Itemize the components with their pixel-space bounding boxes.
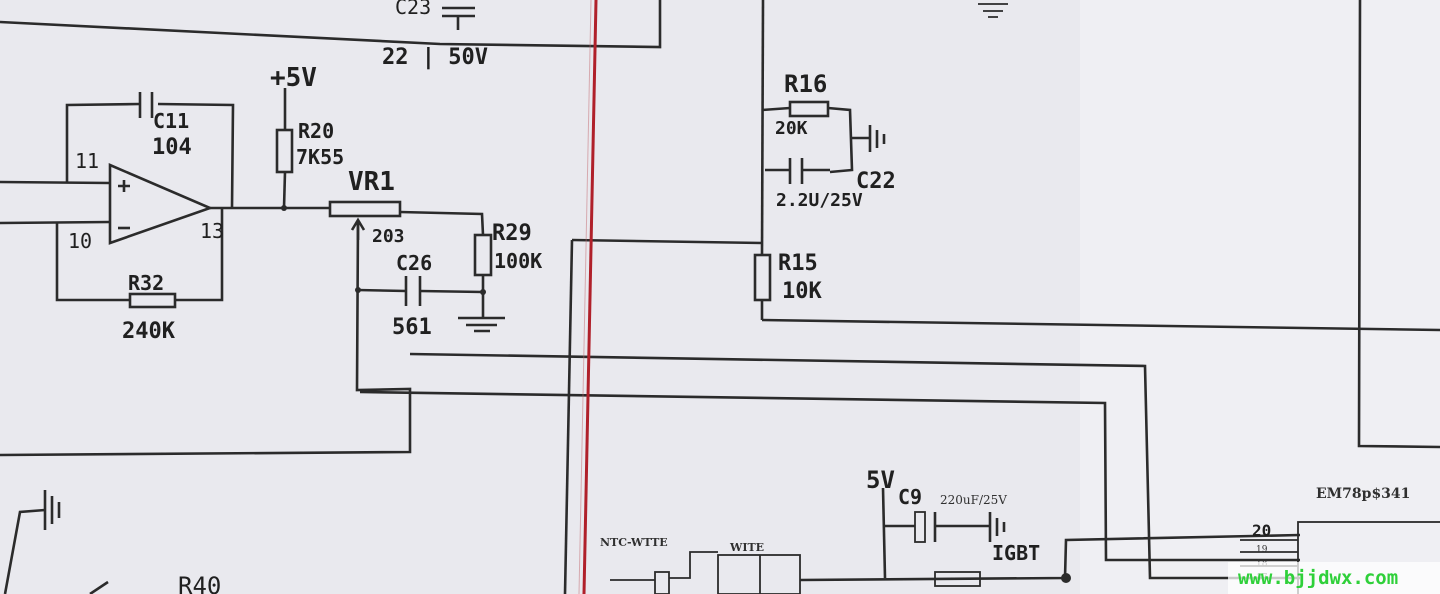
ground-icon-top [978,3,1008,18]
r16-resistor [788,100,830,118]
r20-value: 7K55 [296,145,344,169]
pin-11-label: 11 [75,149,99,173]
op-amp [108,163,214,245]
vr1-potentiometer [328,200,402,240]
supply-5v-bottom: 5V [866,466,895,494]
connector-label: WITE [729,541,764,554]
r32-label: R32 [128,271,164,295]
r15-value: 10K [782,279,822,304]
c9-label: C9 [898,485,922,509]
pin-10-label: 10 [68,229,92,253]
c26-label: C26 [396,251,432,275]
ground-icon-lower-left [43,490,61,530]
r20-resistor [275,128,294,174]
c22-capacitor [788,158,830,184]
r32-resistor [128,292,177,309]
vr1-label: VR1 [348,167,395,197]
c11-capacitor [138,92,154,118]
r32-value: 240K [122,319,176,344]
c11-label: C11 [153,109,189,133]
c26-capacitor [404,276,422,306]
junction-dots [281,205,1071,583]
c9-capacitor [914,511,1006,543]
r29-resistor [473,233,493,277]
igbt-label: IGBT [992,541,1040,565]
ntc-label: NTC-WTTE [600,536,668,549]
ic-pin-19: 19 [1256,545,1268,555]
ic-pin-20: 20 [1252,521,1271,540]
c22-label: C22 [856,169,896,194]
ground-icon [458,312,505,333]
ntc-connector [610,551,981,594]
r16-label: R16 [784,70,827,98]
r40-label: R40 [178,572,221,594]
r20-label: R20 [298,119,334,143]
pin-13-label: 13 [200,219,224,243]
c9-value: 220uF/25V [940,493,1007,507]
c23-label: C23 [395,0,431,19]
sheet-border-line [582,0,598,594]
c22-value: 2.2U/25V [776,190,863,211]
ic-label: EM78p$341 [1316,486,1410,502]
ground-icon-r16 [868,125,886,152]
c23-value: 22 | 50V [382,45,488,70]
c26-value: 561 [392,315,432,340]
r29-value: 100K [494,249,542,273]
r29-label: R29 [492,221,532,246]
supply-5v-top: +5V [270,63,317,93]
r16-value: 20K [775,118,808,139]
watermark-text: www.bjjdwx.com [1238,567,1398,589]
r15-resistor [753,253,772,302]
r15-label: R15 [778,251,818,276]
vr1-value: 203 [372,226,405,247]
component-labels: C23 22 | 50V +5V R20 7K55 C11 104 11 10 … [68,0,1410,594]
c11-value: 104 [152,135,192,160]
